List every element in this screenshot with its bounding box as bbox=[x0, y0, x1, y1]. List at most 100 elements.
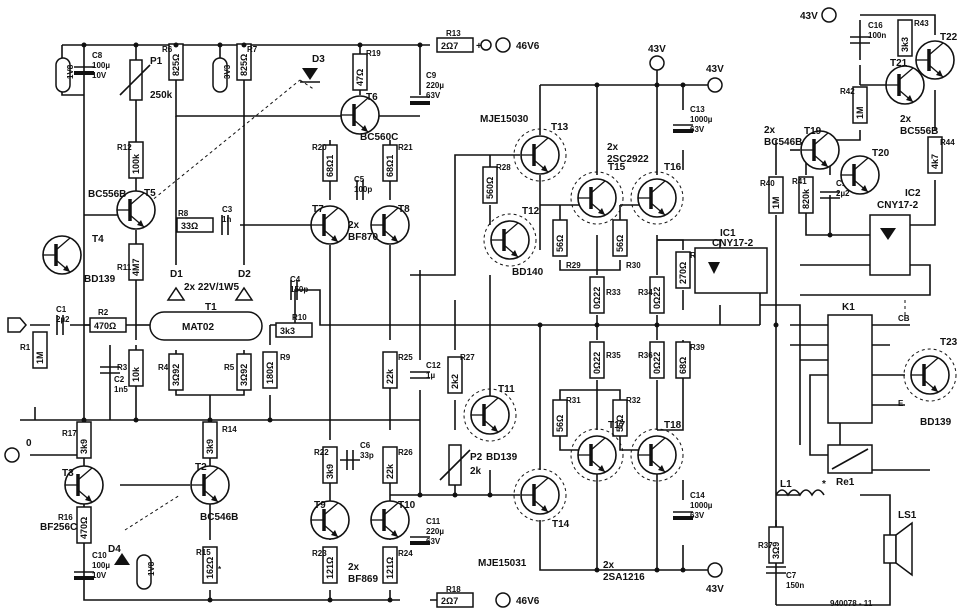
capacitor-value: 220µ bbox=[426, 527, 444, 536]
io-markers: 0 bbox=[4, 317, 32, 463]
capacitor-ref: C16 bbox=[868, 21, 883, 30]
plus-46v6-symbol: + bbox=[476, 41, 482, 52]
resistor-r32: 56Ω R32 bbox=[612, 396, 641, 437]
transistor-type: BC556B bbox=[88, 189, 126, 200]
plus-46v6-label: 46V6 bbox=[516, 41, 540, 52]
resistor-value: 0Ω22 bbox=[652, 287, 662, 309]
resistor-ref: R10 bbox=[292, 313, 307, 322]
resistor-ref: R26 bbox=[398, 448, 413, 457]
transistor-t8: T8 bbox=[370, 204, 410, 245]
transistor-t22: T22 bbox=[915, 32, 958, 80]
transistor-ref: T18 bbox=[664, 420, 682, 431]
thermal-coupling-links bbox=[124, 79, 906, 531]
capacitor-ref: C12 bbox=[426, 361, 441, 370]
resistor-ref: R33 bbox=[606, 288, 621, 297]
resistor-value: 56Ω bbox=[615, 235, 625, 252]
capacitor-ref: C11 bbox=[426, 517, 441, 526]
optocoupler-ic1: IC1 CNY17-2 bbox=[694, 228, 768, 294]
resistor-ref: R17 bbox=[62, 429, 77, 438]
resistor-ref: R15 bbox=[196, 548, 211, 557]
capacitor-ref: C9 bbox=[426, 71, 437, 80]
capacitors: C12µ2C21n5C31nC4150pC5100pC633pC7150nC81… bbox=[56, 21, 886, 590]
resistor-value: 825Ω bbox=[171, 54, 181, 76]
resistor-ref: R30 bbox=[626, 261, 641, 270]
resistor-ref: R34 bbox=[638, 288, 653, 297]
resistor-value: 68Ω bbox=[678, 357, 688, 374]
l1-star: * bbox=[822, 479, 826, 490]
capacitor-rating: 10V bbox=[92, 71, 107, 80]
k1-label: K1 bbox=[842, 302, 855, 313]
capacitor-value: 100n bbox=[868, 31, 886, 40]
resistor-ref: R32 bbox=[626, 396, 641, 405]
capacitor-rating: 63V bbox=[426, 91, 441, 100]
resistor-value: 33Ω bbox=[181, 221, 198, 231]
transistor-ref: T8 bbox=[398, 204, 410, 215]
transistor-type: BC560C bbox=[360, 132, 398, 143]
transistor-type: MJE15031 bbox=[478, 558, 527, 569]
capacitor-value: 100p bbox=[354, 185, 372, 194]
transistor-ref: T22 bbox=[940, 32, 958, 43]
capacitor-value: 220µ bbox=[426, 81, 444, 90]
resistor-value: 270Ω bbox=[678, 262, 688, 284]
resistor-ref: R24 bbox=[398, 549, 413, 558]
led-references: 1V8 3V3 1V8 bbox=[55, 57, 232, 590]
resistor-ref: R36 bbox=[638, 351, 653, 360]
resistor-value: 4k7 bbox=[930, 154, 940, 169]
transistors: T2BC546BT3BF256CT4BD139T5BC556BT6BC560CT… bbox=[40, 32, 958, 569]
resistor-value: 3k3 bbox=[280, 326, 295, 336]
led-3v3-left-label: 3V3 bbox=[223, 64, 232, 79]
capacitor-value: 33p bbox=[360, 451, 374, 460]
minus-46v6-label: 46V6 bbox=[516, 596, 540, 607]
resistor-ref: R19 bbox=[366, 49, 381, 58]
resistor-ref: R31 bbox=[566, 396, 581, 405]
optocoupler-ic2: IC2 CNY17-2 bbox=[869, 188, 921, 276]
resistor-value: 56Ω bbox=[615, 415, 625, 432]
resistor-value: 2Ω7 bbox=[441, 41, 458, 51]
capacitor-value: 1000µ bbox=[690, 115, 713, 124]
resistor-ref: R39 bbox=[690, 343, 705, 352]
resistor-value: 825Ω bbox=[239, 54, 249, 76]
resistor-value: 3k9 bbox=[205, 439, 215, 454]
capacitor-rating: 10V bbox=[92, 571, 107, 580]
plus-43v-right-label: 43V bbox=[706, 64, 724, 75]
resistor-ref: R42 bbox=[840, 87, 855, 96]
resistor-ref: R6 bbox=[162, 45, 173, 54]
transistor-type: BD139 bbox=[84, 274, 116, 285]
transistor-t18: T18 bbox=[630, 420, 684, 482]
re1-label: Re1 bbox=[836, 477, 855, 488]
resistor-value: 1M bbox=[35, 351, 45, 364]
transistor-ref: T17 bbox=[608, 420, 626, 431]
resistor-value: 121Ω bbox=[325, 557, 335, 579]
relay-re1: Re1 bbox=[827, 444, 873, 488]
capacitor-ref: C8 bbox=[92, 51, 103, 60]
capacitor-value: 100µ bbox=[92, 561, 110, 570]
led-1v8-bottom-label: 1V8 bbox=[147, 561, 156, 576]
plus-43v-protect-label: 43V bbox=[800, 11, 818, 22]
resistor-ref: R7 bbox=[247, 45, 258, 54]
transistor-ref: T12 bbox=[522, 206, 540, 217]
